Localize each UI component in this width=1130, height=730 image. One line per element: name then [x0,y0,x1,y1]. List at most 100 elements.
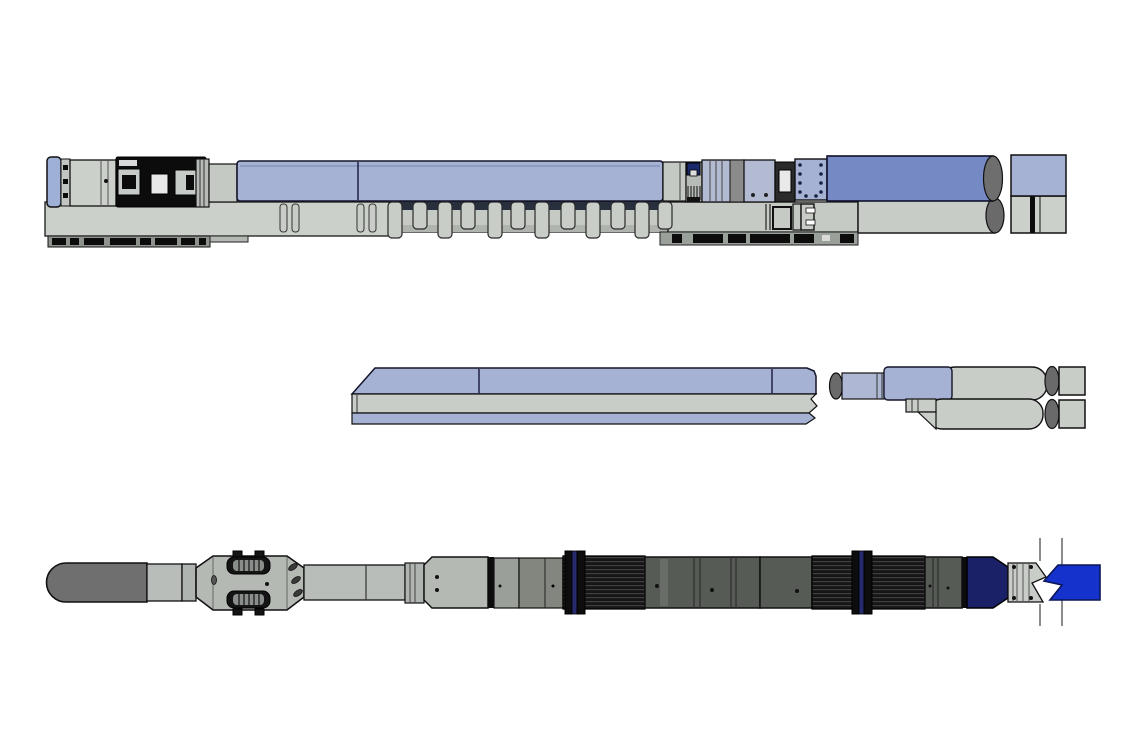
bar-dash [84,238,104,245]
flex-navy-stripe [571,550,578,615]
bolt [798,163,802,167]
plate-bolt [1029,596,1033,600]
under-step [209,235,249,243]
stub-end-cap [828,372,844,400]
bolt [819,163,823,167]
left-end-cap [46,156,62,208]
plate-bolt [1029,565,1033,569]
collar-dot [710,588,714,592]
bolt [819,181,823,185]
housing-dot [104,179,108,183]
panel-module [150,173,169,195]
latch-plate [792,203,802,231]
body-slot [288,563,298,571]
bar-rib [356,203,365,233]
segment [743,159,776,203]
rack-tooth [387,201,403,239]
latch-notch [805,219,816,226]
right-stub-lower [1058,399,1086,429]
chassis-bar-left [44,201,391,237]
rack-tooth [634,201,650,239]
bar-rib [291,203,300,233]
collar-dot [946,586,950,590]
bar-dash [840,234,854,243]
dark-band [729,159,745,203]
black-band [962,557,967,608]
pin-end-cap [1044,365,1060,397]
rack-tooth [412,201,428,230]
pin-end-cap [985,197,1005,234]
collar-dot [655,584,659,588]
lower-bha-toolstring [45,538,1101,626]
collar-sheen [660,559,668,606]
segment-dot [751,193,755,197]
pin-end-cap [1044,398,1060,430]
window [778,169,792,193]
bar-dash [728,234,746,243]
rack-tooth [510,201,526,230]
main-blue-tube [236,160,664,202]
lower-tube [927,398,1044,430]
rail-side-face [351,393,818,414]
bar-dash [110,238,136,245]
bar-dash [750,234,790,243]
flex-band [851,550,860,615]
latch-bracket [772,206,792,230]
segment [493,557,520,609]
body-slot [293,589,303,597]
smooth-collar [759,556,813,609]
bolt [814,194,818,198]
bolt [798,181,802,185]
panel-module-core [122,175,136,189]
plate-bolt [1012,565,1016,569]
rack-tooth [585,201,601,239]
bar-dash-window [822,235,830,241]
bar-rib [368,203,377,233]
rack-tooth [487,201,503,239]
chamfered-housing [423,556,489,609]
flex-band [863,550,873,615]
bolt [63,165,68,170]
panel-module-core [186,175,194,190]
plate-bolt [1012,596,1016,600]
lower-tube-neck [905,398,937,413]
box-end-cap [982,155,1004,202]
bar-rib [279,203,288,233]
rack-tooth [460,201,476,230]
tube [303,564,406,601]
bar-dash [52,238,66,245]
segment [662,161,687,202]
flex-band [564,550,573,615]
black-band [488,557,494,608]
body-slot [211,575,217,585]
segment [146,563,183,602]
collar-dot [795,589,799,593]
neck-connector [208,163,238,203]
bolt [798,190,802,194]
bull-nose-sub [45,562,148,603]
lower-tube-chamfer [916,411,937,431]
housing-dot [435,588,439,592]
collar-dot [928,584,932,588]
bar-dash [140,238,151,245]
body-slot [291,576,301,584]
right-block-stripe [1030,196,1035,233]
upper-tube-gray [939,366,1048,401]
roller-tab [232,608,243,616]
bar-dash [181,238,195,245]
housing [69,159,117,207]
rail-bottom-strip [351,412,817,425]
bolt [804,194,808,198]
rack-tooth [560,201,576,230]
royal-blue-continuation-bar [1042,564,1101,601]
bar-dash [672,234,682,243]
bolt [798,172,802,176]
bar-dash [199,238,206,245]
bar-dash [794,234,814,243]
pin-base [687,197,700,202]
middle-rail-assembly [350,365,1086,431]
flex-band [576,550,586,615]
rack-tooth [437,201,453,239]
